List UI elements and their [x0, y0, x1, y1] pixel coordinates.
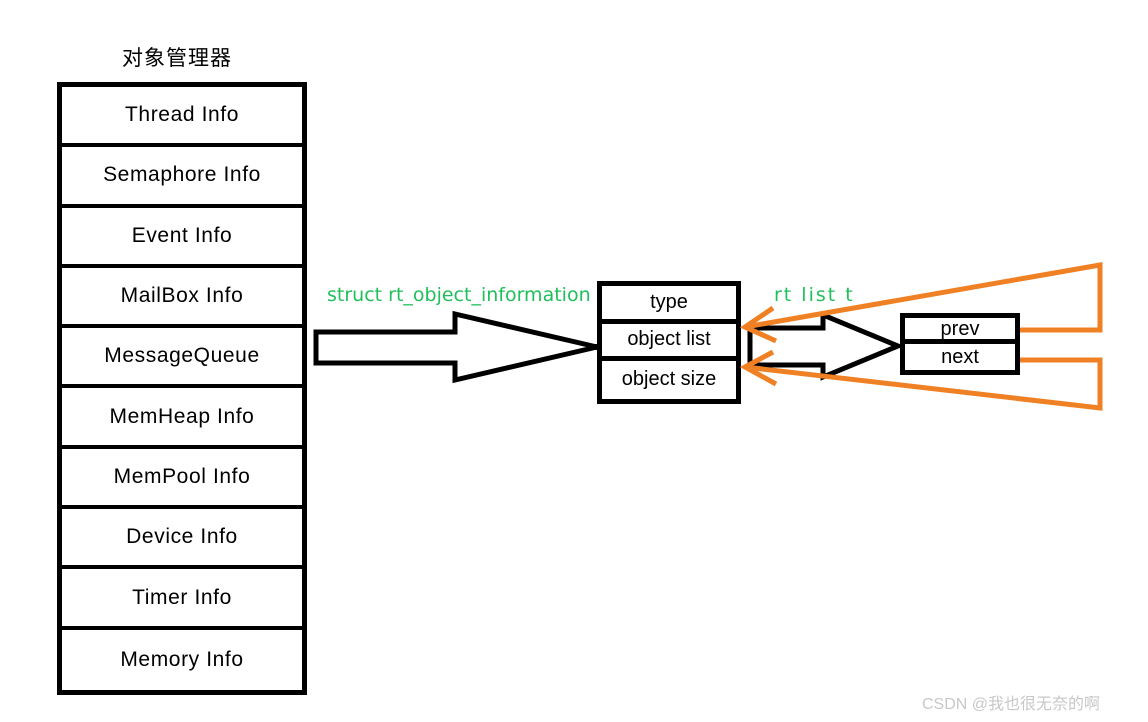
list-row-next: next [905, 344, 1015, 370]
manager-row-device: Device Info [62, 509, 302, 570]
manager-row-label: MemPool Info [113, 464, 251, 488]
struct-rt-object-information-label: struct rt_object_information [327, 284, 591, 306]
csdn-watermark: CSDN @我也很无奈的啊 [922, 696, 1101, 713]
manager-row-memory: Memory Info [62, 629, 302, 690]
orange-prev-arrowhead [739, 305, 778, 344]
manager-row-label: MemHeap Info [109, 404, 255, 428]
manager-row-label: Semaphore Info [103, 163, 261, 187]
manager-row-semaphore: Semaphore Info [62, 147, 302, 208]
rt-list-t-label: rt list t [774, 284, 855, 306]
list-row-label: prev [940, 317, 980, 340]
orange-next-arrowhead [739, 349, 778, 387]
block-arrow-objectlist-to-listnode [747, 311, 905, 381]
manager-row-mempool: MemPool Info [62, 448, 302, 510]
object-manager-column: Thread Info Semaphore Info Event Info Ma… [57, 82, 307, 695]
list-row-label: next [941, 346, 979, 368]
manager-row-timer: Timer Info [62, 569, 302, 630]
manager-row-label: Device Info [126, 525, 238, 549]
block-arrow-manager-to-struct [313, 310, 598, 384]
manager-row-thread: Thread Info [62, 87, 302, 148]
manager-row-mailbox: MailBox Info [62, 267, 302, 329]
list-row-prev: prev [905, 318, 1015, 344]
struct-row-type: type [602, 286, 736, 324]
manager-row-event: Event Info [62, 207, 302, 268]
manager-row-memheap: MemHeap Info [62, 388, 302, 449]
struct-row-label: object list [627, 328, 711, 351]
struct-object-information-box: type object list object size [597, 281, 741, 404]
manager-row-label: MailBox Info [120, 284, 244, 308]
struct-row-object-list: object list [602, 323, 736, 362]
manager-row-messagequeue: MessageQueue [62, 328, 302, 389]
manager-row-label: Timer Info [132, 585, 232, 609]
manager-row-label: Memory Info [120, 647, 244, 671]
struct-row-object-size: object size [602, 361, 736, 399]
manager-row-label: Event Info [131, 223, 233, 247]
object-manager-title: 对象管理器 [122, 47, 232, 70]
manager-row-label: MessageQueue [104, 344, 260, 368]
rt-list-node-box: prev next [900, 313, 1020, 375]
struct-row-label: type [650, 290, 688, 313]
manager-row-label: Thread Info [125, 103, 239, 127]
struct-row-label: object size [621, 368, 717, 391]
